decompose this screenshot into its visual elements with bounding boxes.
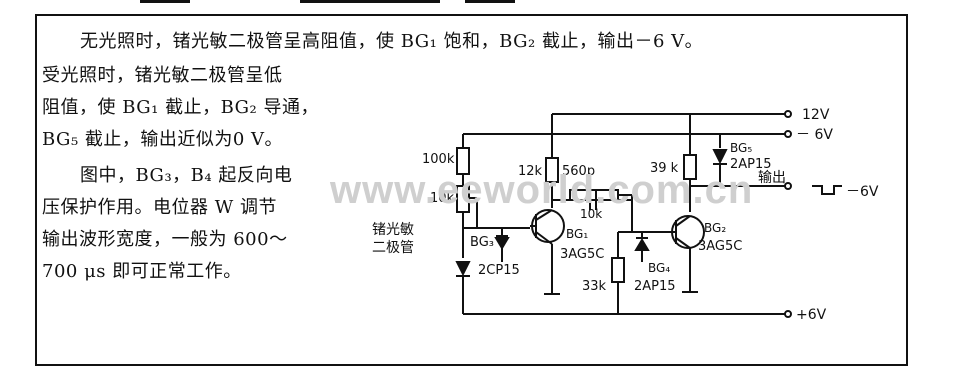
text-line-6: 压保护作用。电位器 W 调节 (42, 197, 277, 218)
cropped-header-mark (300, 0, 440, 3)
label-output: 输出 (758, 170, 786, 186)
text-line-1: 无光照时，锗光敏二极管呈高阻值，使 BG₁ 饱和，BG₂ 截止，输出－6 V。 (80, 31, 704, 52)
label-100k: 100k (422, 152, 455, 167)
label-33k: 33k (582, 279, 607, 294)
label-bg3: BG₃ (470, 235, 494, 250)
label-10k-pot: 10k (430, 191, 455, 206)
text-line-3: 阻值，使 BG₁ 截止，BG₂ 导通， (42, 97, 319, 118)
label-plus6v: +6V (796, 307, 827, 323)
label-bg4: BG₄ (648, 261, 670, 275)
watermark-text: www.eeworld.com.cn (330, 168, 754, 212)
label-photodiode-1: 锗光敏 (372, 222, 414, 238)
text-line-8: 700 μs 即可正常工作。 (42, 261, 242, 282)
label-bg5-type: 2AP15 (730, 157, 772, 172)
label-39k: 39 k (650, 161, 679, 176)
label-pulse: －6V (846, 184, 879, 200)
cropped-header-mark (140, 0, 190, 3)
label-bg2-type: 3AG5C (698, 239, 742, 254)
label-12k: 12k (518, 164, 543, 179)
text-line-2: 受光照时，锗光敏二极管呈低 (42, 65, 283, 86)
text-line-7: 输出波形宽度，一般为 600～ (42, 229, 288, 250)
label-photodiode-2: 二极管 (372, 240, 414, 256)
circuit-wires (455, 110, 842, 318)
content-box (35, 14, 908, 366)
label-w-10k: 10k (580, 207, 602, 221)
cropped-header-mark (465, 0, 515, 3)
label-bg1-type: 3AG5C (560, 247, 604, 262)
text-line-4: BG₅ 截止，输出近似为0 V。 (42, 129, 284, 150)
label-bg4-type: 2AP15 (634, 279, 676, 294)
label-plus12v: 12V (802, 107, 830, 123)
label-2cp15: 2CP15 (478, 263, 520, 278)
label-560p: 560p (562, 164, 595, 179)
label-bg5: BG₅ (730, 141, 752, 155)
label-bg2: BG₂ (704, 221, 726, 235)
text-line-5: 图中，BG₃，B₄ 起反向电 (80, 165, 293, 186)
label-bg1: BG₁ (566, 227, 588, 241)
circuit-labels: 12V － 6V +6V 100k 10k 12k 560p 10k 39 k … (372, 107, 879, 323)
label-minus6v: － 6V (796, 127, 833, 143)
